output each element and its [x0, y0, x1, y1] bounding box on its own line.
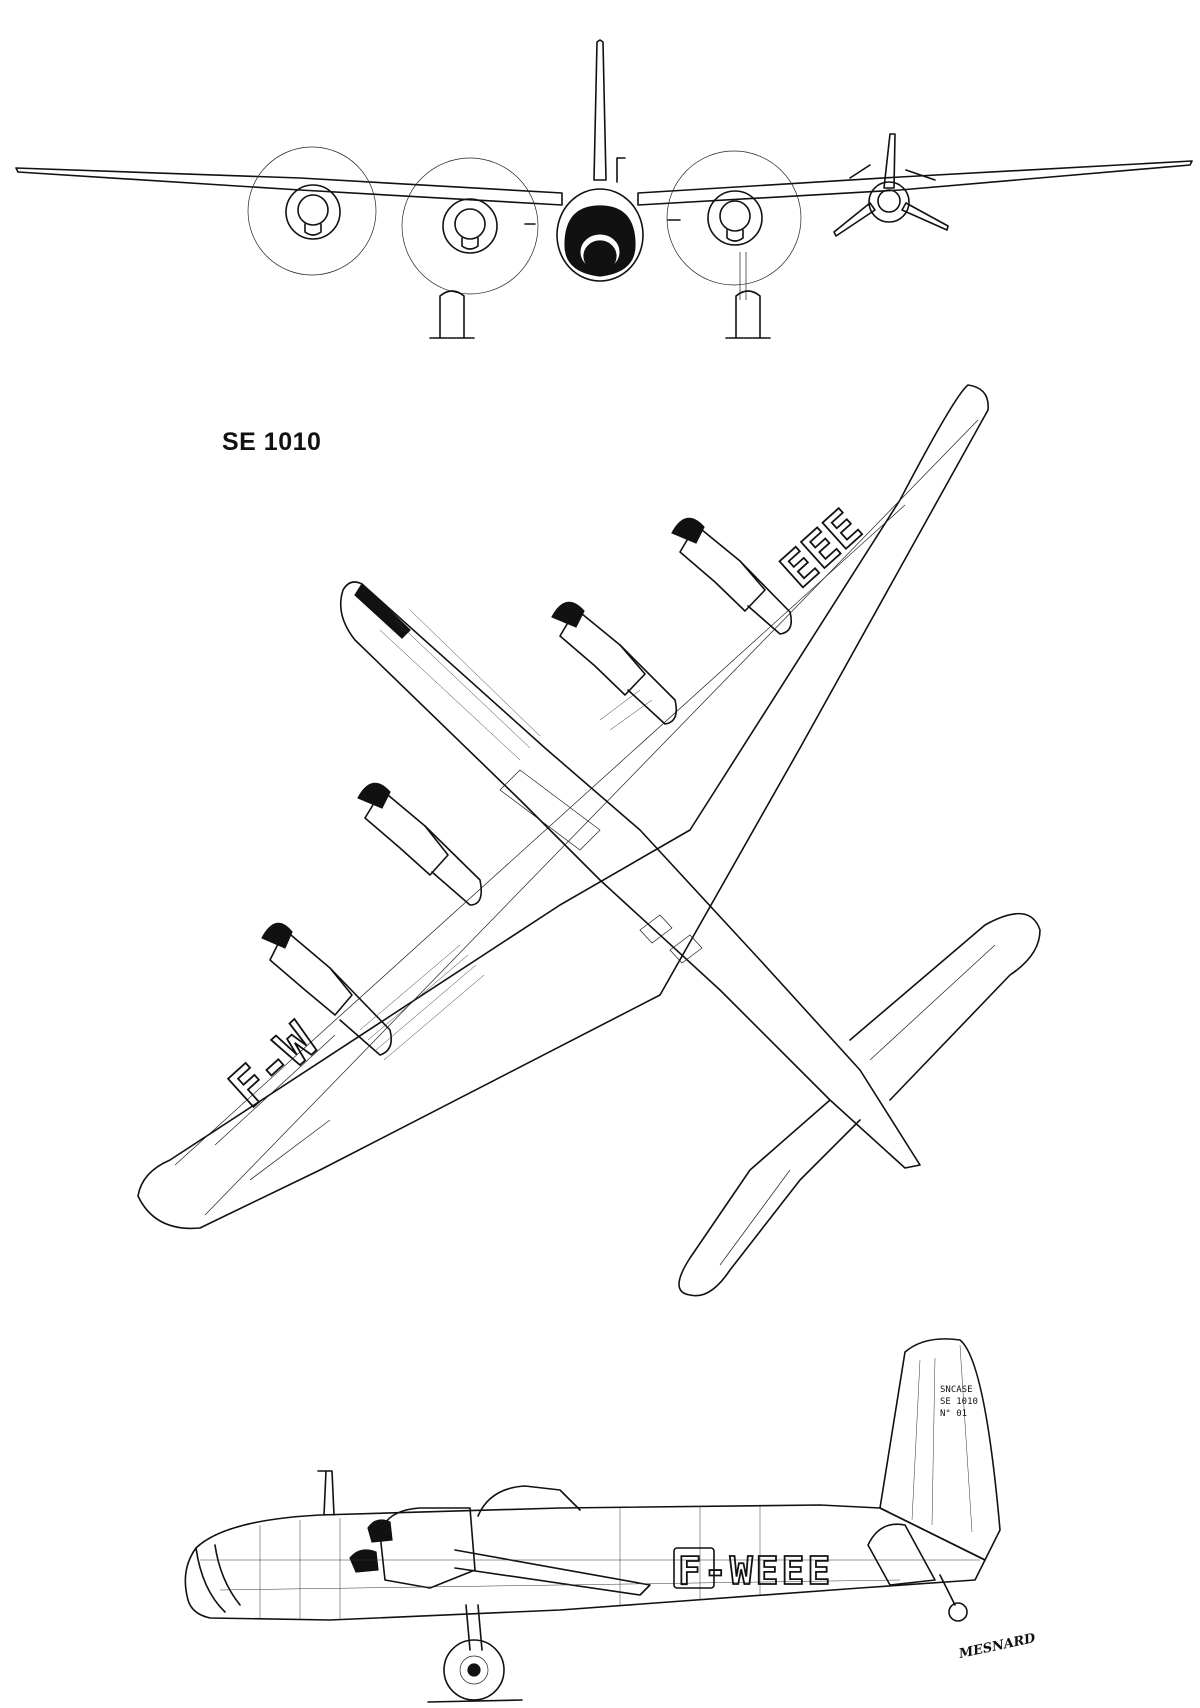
- side-fuselage: [184, 1504, 986, 1621]
- side-tail-wheel: [939, 1574, 968, 1622]
- wing-registration-right: EEE: [771, 499, 873, 599]
- planform-wing: [137, 384, 989, 1230]
- side-engine-nacelle: [379, 1507, 476, 1589]
- front-left-wing: [15, 167, 563, 206]
- front-antenna: [616, 157, 626, 183]
- front-engine-4-propeller: [833, 133, 949, 237]
- planform-engine-1: [261, 922, 393, 1056]
- front-prop-disc-2: [401, 157, 539, 295]
- front-fin: [593, 39, 607, 181]
- underside-planform-view: F-W EEE: [137, 384, 1041, 1297]
- front-right-wing: [637, 160, 1193, 206]
- side-registration: F-WEEE: [678, 1549, 833, 1593]
- front-engine-2: [442, 198, 498, 254]
- artist-signature: MESNARD: [957, 1631, 1038, 1662]
- fin-text-line3: N° 01: [940, 1409, 967, 1419]
- front-engine-3: [707, 190, 763, 246]
- front-left-gear: [429, 290, 475, 339]
- planform-fuselage: [339, 581, 921, 1169]
- planform-horizontal-tail: [678, 912, 1041, 1297]
- planform-engine-3: [551, 601, 678, 725]
- front-engine-1: [285, 184, 341, 240]
- drawing-title: SE 1010: [222, 428, 322, 456]
- planform-engine-4: [671, 517, 793, 635]
- fin-text-line2: SE 1010: [940, 1397, 978, 1407]
- front-prop-disc-3: [666, 150, 802, 286]
- front-view: [15, 39, 1193, 339]
- side-main-gear: [427, 1604, 523, 1703]
- side-view: F-WEEE SNCASE SE 1010 N° 01 MESNARD: [184, 1338, 1038, 1703]
- wing-registration-left: F-W: [219, 1012, 329, 1120]
- planform-bomb-bay: [499, 769, 601, 851]
- front-fuselage: [556, 188, 644, 282]
- planform-nose-cone: [354, 583, 411, 639]
- front-right-gear: [725, 290, 771, 339]
- front-prop-disc-1: [247, 146, 377, 276]
- side-vertical-fin: [879, 1338, 1001, 1561]
- fin-text-line1: SNCASE: [940, 1385, 973, 1395]
- planform-engine-2: [357, 782, 483, 906]
